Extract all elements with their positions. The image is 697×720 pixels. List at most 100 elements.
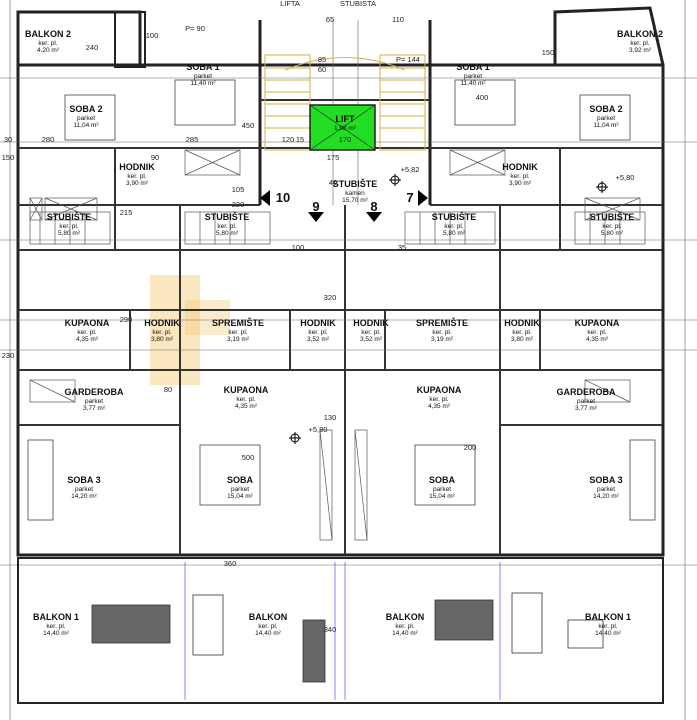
room-name: KUPAONA — [224, 385, 269, 395]
room-name: BALKON — [249, 612, 288, 622]
room-name: SOBA 3 — [589, 475, 622, 485]
room-area: 15,04 m² — [429, 493, 455, 500]
room-area: 3,77 m² — [83, 405, 106, 412]
room-area: 11,04 m² — [73, 122, 99, 129]
room-finish: ker. pl. — [308, 329, 327, 336]
room-area: 3,80 m² — [511, 336, 534, 343]
room-finish: ker. pl. — [152, 329, 171, 336]
room-name: BALKON 1 — [585, 612, 631, 622]
room-area: 3,90 m² — [126, 180, 149, 187]
dimension-label: 110 — [392, 15, 404, 24]
dimension-label: 320 — [324, 293, 337, 302]
dimension-label: 200 — [464, 443, 477, 452]
room-name: BALKON — [386, 612, 425, 622]
room-name: BALKON 2 — [617, 29, 663, 39]
room-area: 14,40 m² — [255, 630, 281, 637]
room-finish: ker. pl. — [510, 173, 529, 180]
room-name: HODNIK — [353, 318, 389, 328]
dimension-label: 60 — [318, 65, 326, 74]
dimension-label: 85 — [318, 55, 326, 64]
room-finish: ker. pl. — [587, 329, 606, 336]
room-area: 5,80 m² — [601, 230, 624, 237]
room-name: HODNIK — [502, 162, 538, 172]
room-name: STUBIŠTE — [205, 211, 250, 222]
room-name: HODNIK — [504, 318, 540, 328]
room-area: 3,52 m² — [307, 336, 330, 343]
room-finish: parket — [433, 486, 451, 493]
room-name: STUBIŠTE — [590, 211, 635, 222]
room-area: 5,80 m² — [216, 230, 239, 237]
room-name: GARDEROBA — [556, 387, 616, 397]
room-area: 5,80 m² — [58, 230, 81, 237]
dimension-label: 360 — [224, 559, 237, 568]
unit-staircases — [29, 211, 646, 245]
room-name: SOBA 1 — [186, 62, 219, 72]
room-area: 4,35 m² — [76, 336, 99, 343]
watermark-shape-2 — [185, 300, 230, 335]
room-finish: ker. pl. — [217, 223, 236, 230]
room-finish: parket — [597, 115, 615, 122]
room-finish: parket — [77, 115, 95, 122]
room-name: SOBA 3 — [67, 475, 100, 485]
room-finish: ker. pl. — [77, 329, 96, 336]
dimension-label: 120 — [282, 135, 295, 144]
room-area: 14,40 m² — [595, 630, 621, 637]
dimension-label: 285 — [186, 135, 199, 144]
dimension-label: 90 — [151, 153, 159, 162]
dimension-label: 150 — [2, 153, 15, 162]
room-name: SPREMIŠTE — [212, 317, 264, 328]
room-name: KUPAONA — [65, 318, 110, 328]
room-area: 3,52 m² — [360, 336, 383, 343]
room-finish: parket — [464, 73, 482, 80]
room-area: 3,19 m² — [431, 336, 454, 343]
room-area: 14,20 m² — [593, 493, 619, 500]
balcony-band — [17, 557, 664, 704]
room-name: STUBIŠTE — [333, 178, 378, 189]
room-finish: ker. pl. — [38, 40, 57, 47]
room-area: 4,35 m² — [586, 336, 609, 343]
room-area: 14,20 m² — [71, 493, 97, 500]
watermark-shape — [150, 275, 200, 385]
dimension-label: 170 — [339, 135, 352, 144]
room-finish: parket — [597, 486, 615, 493]
dimension-label: 65 — [326, 15, 334, 24]
dimension-label: 400 — [476, 93, 489, 102]
dimension-label: 130 — [324, 413, 337, 422]
room-name: BALKON 2 — [25, 29, 71, 39]
room-finish: ker. pl. — [258, 623, 277, 630]
room-finish: ker. pl. — [429, 396, 448, 403]
room-finish: ker. pl. — [598, 623, 617, 630]
room-finish: parket — [75, 486, 93, 493]
balcony-rails — [184, 562, 501, 700]
section-number: 10 — [276, 190, 290, 205]
room-area: 4,35 m² — [428, 403, 451, 410]
level-label: +5,80 — [616, 173, 635, 182]
dimension-label: 500 — [242, 453, 255, 462]
dimension-label: 450 — [242, 121, 255, 130]
dimension-label: 280 — [42, 135, 55, 144]
room-finish: parket — [194, 73, 212, 80]
room-finish: parket — [577, 398, 595, 405]
room-area: 5,80 m² — [443, 230, 466, 237]
room-finish: ker. pl. — [444, 223, 463, 230]
room-area: 4,20 m² — [37, 47, 60, 54]
room-finish: ker. pl. — [46, 623, 65, 630]
section-number: 8 — [370, 199, 377, 214]
room-name: BALKON 1 — [33, 612, 79, 622]
room-name: KUPAONA — [417, 385, 462, 395]
room-finish: ker. pl. — [127, 173, 146, 180]
room-area: 3,19 m² — [227, 336, 250, 343]
dimension-label: 230 — [2, 351, 15, 360]
dimension-label: 240 — [86, 43, 99, 52]
dimension-label: 30 — [4, 135, 12, 144]
beds — [27, 79, 656, 521]
dimension-label: 80 — [164, 385, 172, 394]
dimension-label: 40 — [329, 178, 337, 187]
level-markers — [289, 174, 608, 444]
room-area: 15,04 m² — [227, 493, 253, 500]
room-finish: ker. pl. — [59, 223, 78, 230]
room-name: GARDEROBA — [64, 387, 124, 397]
room-finish: parket — [231, 486, 249, 493]
room-area: 15,70 m² — [342, 197, 368, 204]
section-markers — [260, 190, 428, 222]
